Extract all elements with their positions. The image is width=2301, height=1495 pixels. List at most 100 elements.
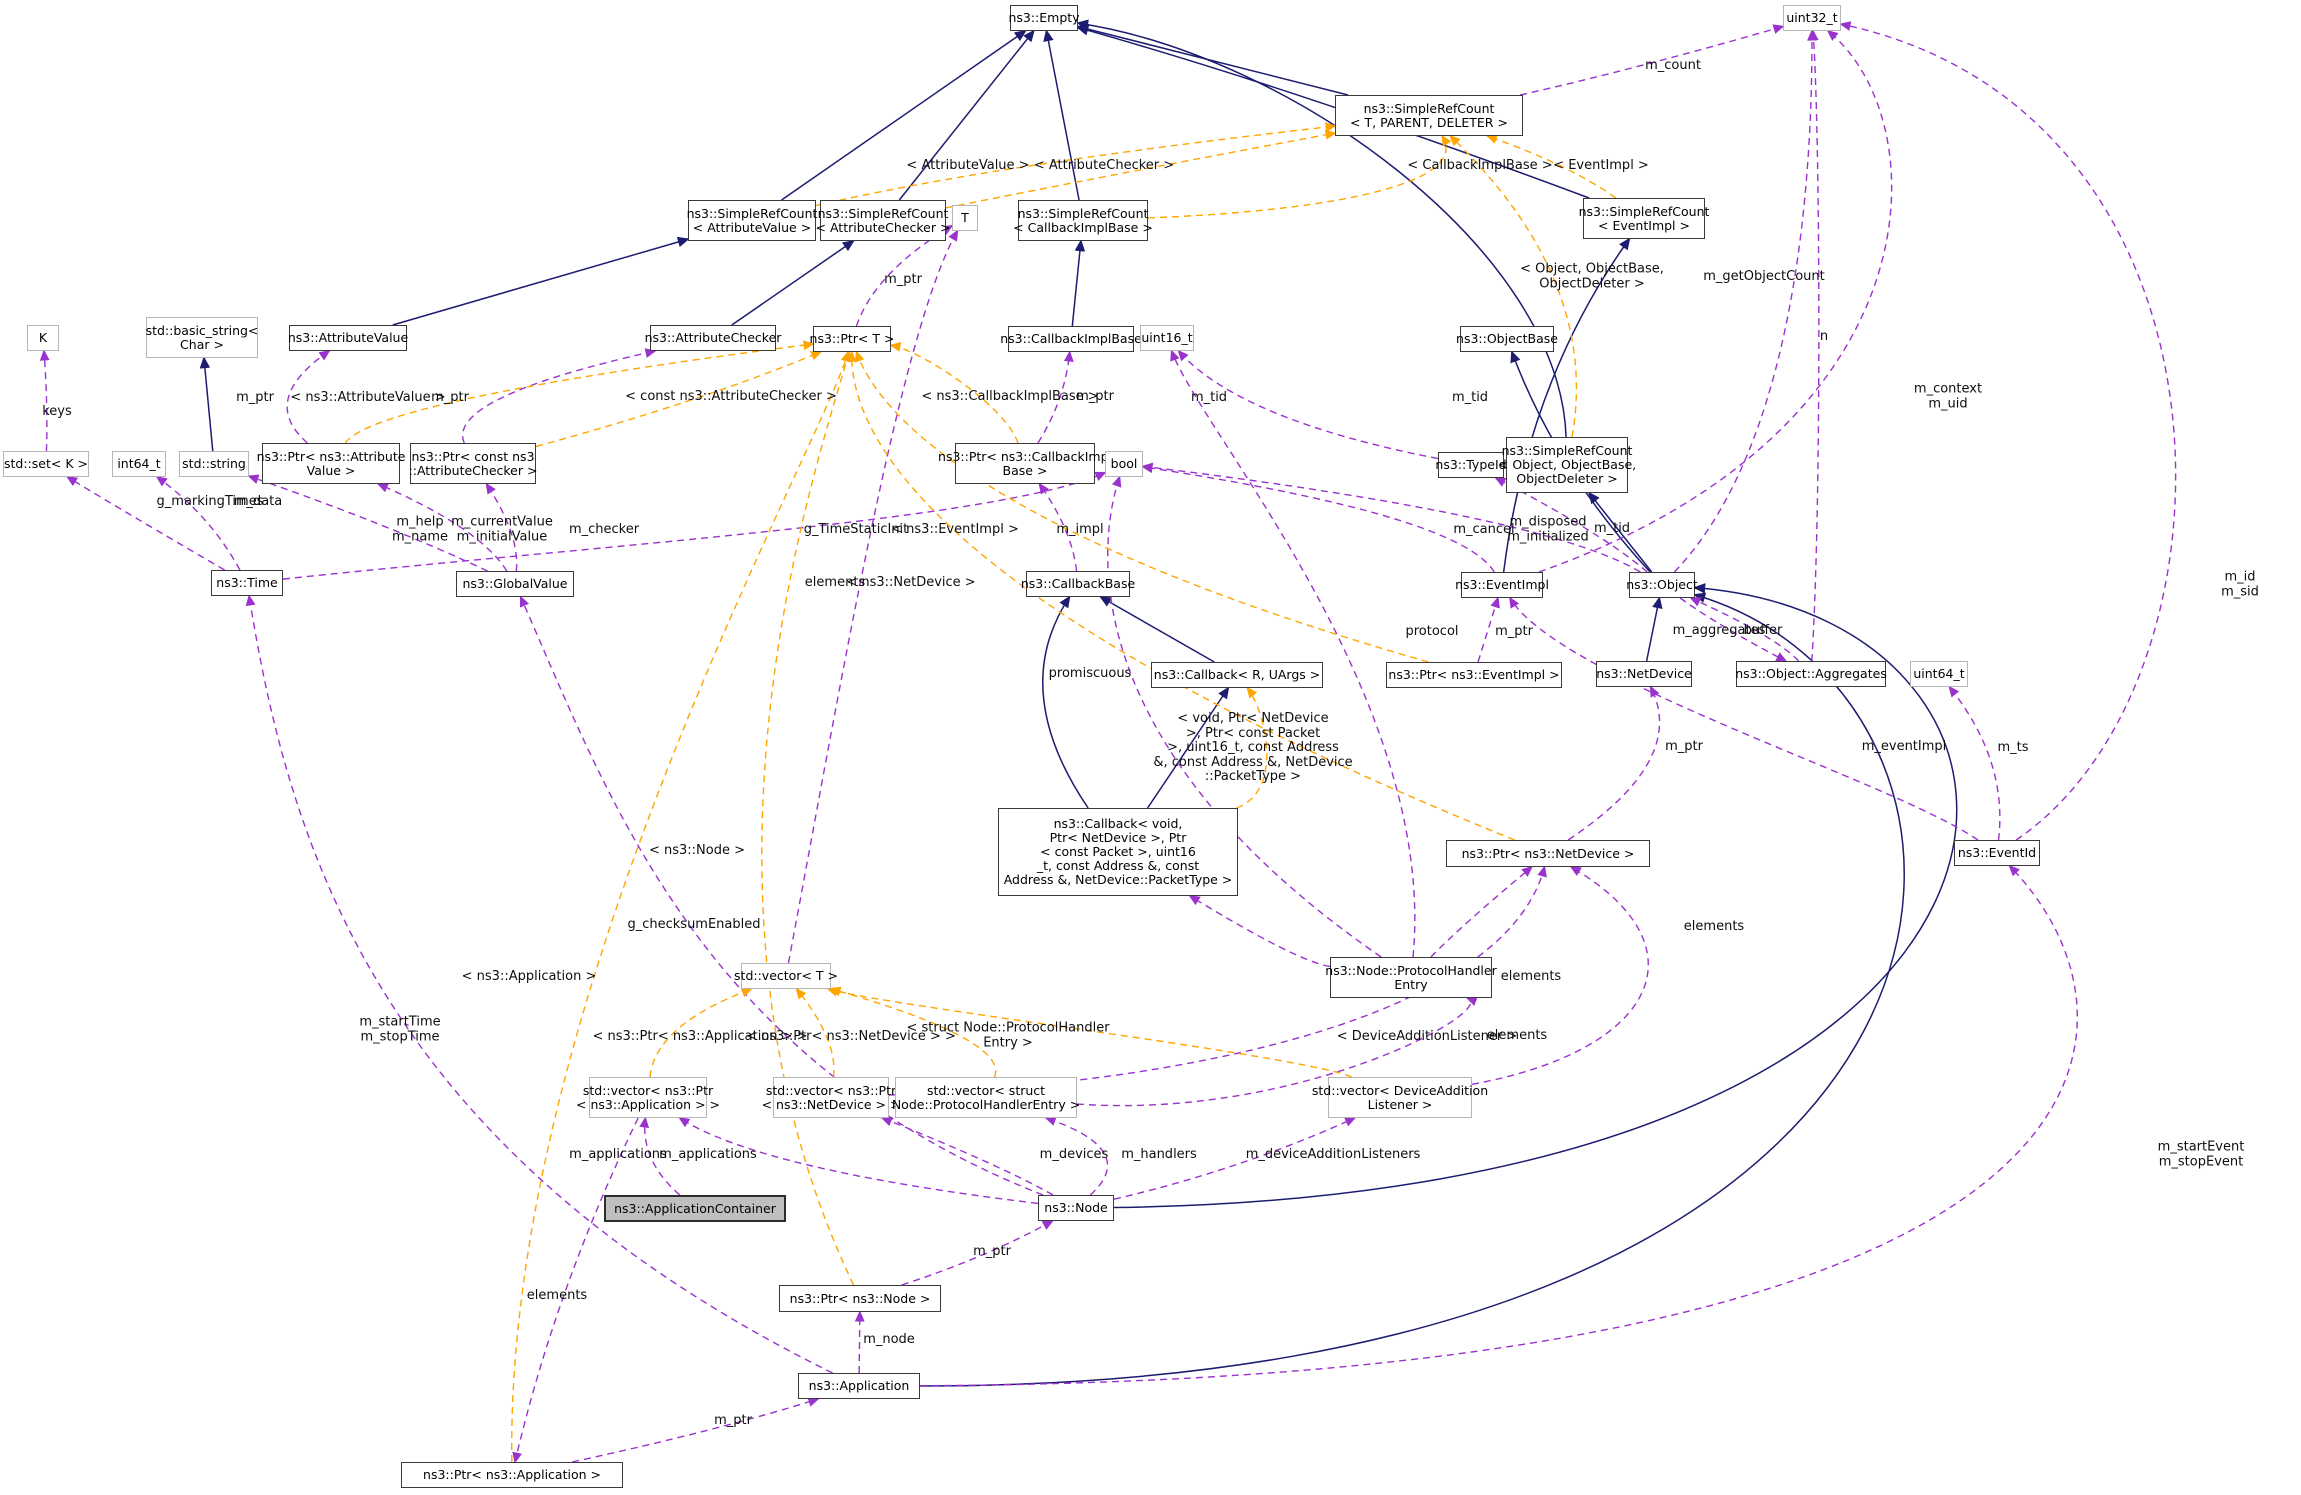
class-node-eventimpl[interactable]: ns3::EventImpl xyxy=(1455,572,1549,598)
class-node-ptrApp[interactable]: ns3::Ptr< ns3::Application > xyxy=(401,1462,623,1488)
edge-label: m_devices xyxy=(1040,1147,1109,1163)
class-node-bool[interactable]: bool xyxy=(1105,451,1143,477)
class-node-uint64[interactable]: uint64_t xyxy=(1910,661,1968,687)
class-node-label: ns3::NetDevice xyxy=(1596,666,1692,681)
class-node-appcontainer[interactable]: ns3::ApplicationContainer xyxy=(604,1195,786,1222)
edge-node-vecDAL xyxy=(1113,1117,1357,1200)
edge-label-line: g_markingTimes xyxy=(156,493,264,509)
edge-label-line: m_context xyxy=(1913,381,1983,397)
edge-label-line: m_cancel xyxy=(1453,521,1515,537)
class-node-T[interactable]: T xyxy=(952,205,978,231)
class-node-globalvalue[interactable]: ns3::GlobalValue xyxy=(456,571,574,597)
edge-vectorT-T xyxy=(787,229,959,964)
class-node-stdstring[interactable]: std::string xyxy=(179,451,249,477)
edge-label-line: m_initialized xyxy=(1507,529,1589,544)
class-node-ptrT[interactable]: ns3::Ptr< T > xyxy=(810,326,894,352)
edge-label-line: < ns3::Application > xyxy=(461,968,597,984)
class-node-typeid[interactable]: ns3::TypeId xyxy=(1435,452,1507,478)
edge-label: g_checksumEnabled xyxy=(627,917,760,933)
class-node-setK[interactable]: std::set< K > xyxy=(3,451,89,477)
edge-label-line: m_stopEvent xyxy=(2158,1154,2244,1169)
class-node-src_av[interactable]: ns3::SimpleRefCount< AttributeValue > xyxy=(687,200,817,241)
edge-src_cib-src_tpd xyxy=(1147,134,1452,219)
edge-label: elements xyxy=(527,1288,587,1304)
edge-label-line: m_currentValue xyxy=(451,514,553,530)
class-node-object[interactable]: ns3::Object xyxy=(1626,572,1698,598)
class-node-label: bool xyxy=(1110,456,1138,471)
class-node-K[interactable]: K xyxy=(27,325,59,351)
edge-label-line: < ns3::NetDevice > xyxy=(846,574,976,590)
class-node-basic_string[interactable]: std::basic_string<Char > xyxy=(146,317,258,358)
class-node-objaggr[interactable]: ns3::Object::Aggregates xyxy=(1735,661,1887,687)
edge-callbackRU-cbbase xyxy=(1099,596,1215,663)
edge-label-line: m_impl xyxy=(1056,521,1104,537)
edge-vecDAL-ptrND xyxy=(1471,866,1649,1086)
class-node-uint16[interactable]: uint16_t xyxy=(1140,325,1194,351)
class-node-src_ei[interactable]: ns3::SimpleRefCount< EventImpl > xyxy=(1579,198,1709,239)
class-node-application[interactable]: ns3::Application xyxy=(798,1373,920,1399)
class-node-node[interactable]: ns3::Node xyxy=(1038,1195,1114,1221)
class-node-cbbase[interactable]: ns3::CallbackBase xyxy=(1021,571,1135,597)
edge-src_ei-src_tpd xyxy=(1485,134,1617,199)
class-node-eventid[interactable]: ns3::EventId xyxy=(1954,840,2040,866)
class-node-ptrEI[interactable]: ns3::Ptr< ns3::EventImpl > xyxy=(1386,662,1562,688)
class-node-attrvalue[interactable]: ns3::AttributeValue xyxy=(287,325,409,351)
class-node-ptrNode[interactable]: ns3::Ptr< ns3::Node > xyxy=(779,1285,941,1312)
edge-label-line: promiscuous xyxy=(1048,665,1132,681)
class-node-netdevice[interactable]: ns3::NetDevice xyxy=(1596,661,1692,687)
edge-label: < ns3::AttributeValue > xyxy=(290,389,446,406)
class-node-label: ns3::Application xyxy=(808,1378,910,1393)
edge-vecPHE-PHE xyxy=(1076,996,1478,1107)
class-node-vectorT[interactable]: std::vector< T > xyxy=(734,963,838,989)
edge-src_tpd-empty xyxy=(1076,23,1349,96)
edge-label: < ns3::Node > xyxy=(649,843,745,859)
class-node-uint32[interactable]: uint32_t xyxy=(1783,5,1841,31)
edge-ptrAV-attrvalue xyxy=(286,350,331,444)
class-node-ptrND[interactable]: ns3::Ptr< ns3::NetDevice > xyxy=(1446,840,1650,867)
class-node-vecNet[interactable]: std::vector< ns3::Ptr< ns3::NetDevice > … xyxy=(762,1077,900,1118)
edge-label: m_eventImpl xyxy=(1862,739,1947,755)
class-node-src_tpd[interactable]: ns3::SimpleRefCount< T, PARENT, DELETER … xyxy=(1335,95,1523,136)
edge-label: elements xyxy=(1487,1028,1547,1044)
edge-label: m_cancel xyxy=(1453,521,1515,538)
class-node-int64[interactable]: int64_t xyxy=(112,451,166,477)
edge-node-globalvalue xyxy=(520,595,1044,1196)
class-node-label: < AttributeChecker > xyxy=(815,219,951,235)
class-node-src_obj[interactable]: ns3::SimpleRefCount< Object, ObjectBase,… xyxy=(1498,437,1636,493)
class-node-attrchecker[interactable]: ns3::AttributeChecker xyxy=(645,325,781,351)
class-node-label: std::set< K > xyxy=(4,456,88,471)
edge-label-line: m_data xyxy=(233,493,283,509)
edge-application-time xyxy=(245,594,833,1374)
edge-stdstring-basic_string xyxy=(199,356,214,452)
edge-label: < ns3::Ptr< ns3::NetDevice > > xyxy=(746,1029,956,1045)
edge-label-line: m_startEvent xyxy=(2157,1139,2245,1155)
class-node-src_ac[interactable]: ns3::SimpleRefCount< AttributeChecker > xyxy=(816,200,950,241)
class-node-label: uint64_t xyxy=(1913,666,1965,681)
edge-label: buffer xyxy=(1744,623,1783,639)
edge-label-line: m_disposed xyxy=(1509,514,1587,530)
class-node-callbackVoid[interactable]: ns3::Callback< void,Ptr< NetDevice >, Pt… xyxy=(998,808,1238,896)
edge-label-line: m_node xyxy=(863,1331,915,1347)
class-node-label: ns3::AttributeValue xyxy=(287,330,409,345)
class-node-objbase[interactable]: ns3::ObjectBase xyxy=(1456,326,1558,352)
edge-label-line: m_ptr xyxy=(1495,623,1533,639)
edge-src_ac-src_tpd xyxy=(945,129,1337,209)
class-node-empty[interactable]: ns3::Empty xyxy=(1008,5,1080,31)
edge-label-line: < ns3::AttributeValue > xyxy=(290,389,446,405)
class-node-time[interactable]: ns3::Time xyxy=(211,570,283,596)
class-node-cib[interactable]: ns3::CallbackImplBase xyxy=(1000,326,1142,352)
edge-label-line: m_tid xyxy=(1593,520,1631,536)
edge-label-line: m_applications xyxy=(659,1146,757,1162)
class-node-callbackRU[interactable]: ns3::Callback< R, UArgs > xyxy=(1151,662,1323,688)
edge-label-line: m_aggregates xyxy=(1672,622,1766,638)
class-node-ptrCAC[interactable]: ns3::Ptr< const ns3::AttributeChecker > xyxy=(409,443,537,484)
class-node-vecApp[interactable]: std::vector< ns3::Ptr< ns3::Application … xyxy=(576,1077,720,1118)
edge-label-line: m_startTime xyxy=(359,1014,441,1030)
class-node-src_cib[interactable]: ns3::SimpleRefCount< CallbackImplBase > xyxy=(1013,200,1153,241)
